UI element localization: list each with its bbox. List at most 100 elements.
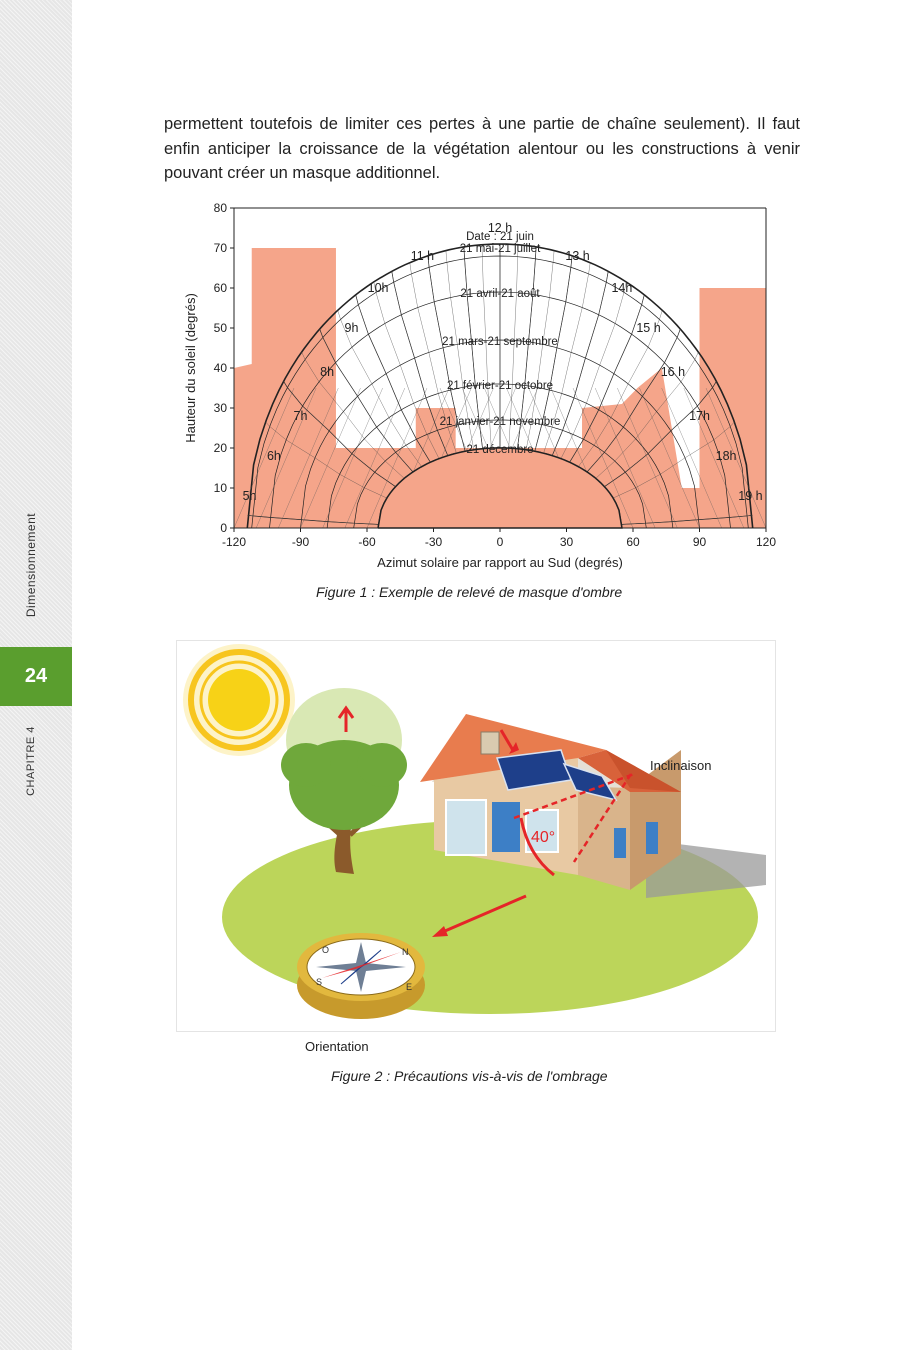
sun-icon (183, 644, 295, 756)
inclinaison-label: Inclinaison (650, 758, 711, 773)
x-tick-label: -90 (292, 535, 310, 549)
hour-subline (525, 250, 555, 450)
hour-subline (355, 294, 431, 463)
orientation-arrowhead-icon (432, 926, 448, 937)
x-axis-label: Azimut solaire par rapport au Sud (degré… (377, 555, 623, 570)
x-tick-label: -30 (425, 535, 443, 549)
tree-icon (281, 688, 407, 874)
hour-subline (543, 262, 591, 454)
hour-label: 13 h (565, 249, 589, 263)
house-icon (420, 714, 681, 890)
hour-subline (319, 328, 414, 473)
hour-subline (481, 244, 492, 449)
hour-subline (586, 328, 681, 473)
hour-label: 19 h (738, 489, 762, 503)
hour-subline (508, 244, 519, 449)
hatch-line (683, 387, 744, 529)
x-tick-label: 90 (693, 535, 707, 549)
section-label: Dimensionnement (24, 512, 38, 618)
angle-label: 40° (531, 829, 555, 846)
hour-subline (391, 271, 448, 456)
hour-label: 6h (267, 449, 281, 463)
hatch-line (572, 387, 634, 529)
hour-subline (578, 310, 663, 467)
hatch-line (278, 387, 339, 529)
hour-label: 8h (320, 365, 334, 379)
hour-subline (247, 515, 379, 525)
hour-label: 7h (294, 409, 308, 423)
sun-ray-arrow-icon (499, 729, 516, 753)
hour-subline (552, 271, 609, 456)
winter-mask-area (377, 447, 623, 529)
hour-subline (301, 351, 405, 479)
hour-label: 12 h (488, 221, 512, 235)
y-tick-label: 20 (214, 441, 228, 455)
tree-growth-arrow-icon (337, 705, 355, 732)
hatch-line (705, 387, 767, 529)
figure1-caption: Figure 1 : Exemple de relevé de masque d… (316, 584, 623, 600)
figure2-caption: Figure 2 : Précautions vis-à-vis de l'om… (331, 1068, 608, 1084)
date-label: 21 mars-21 septembre (442, 336, 558, 348)
hour-subline (427, 255, 466, 452)
hatch-line (322, 387, 383, 529)
hatch-line (233, 387, 295, 529)
hour-subline (604, 381, 717, 487)
hatch-line (344, 387, 405, 529)
hour-label: 5h (243, 489, 257, 503)
hour-subline (569, 294, 645, 463)
hour-label: 17h (689, 409, 710, 423)
x-tick-label: 120 (756, 535, 776, 549)
hour-subline (560, 281, 627, 459)
date-label: 21 décembre (466, 444, 533, 456)
roof-dash-line (513, 772, 635, 820)
chapter-label: CHAPITRE 4 (25, 726, 37, 796)
page-number-badge: 24 (0, 647, 72, 706)
hour-label: 10h (368, 281, 389, 295)
orientation-arrow-icon (437, 894, 527, 936)
y-tick-label: 0 (220, 521, 227, 535)
date-label: 21 mai-21 juillet (460, 243, 541, 255)
hour-subline (265, 421, 387, 499)
shading-illustration: 40° Inclinaison O N E S (176, 640, 776, 1032)
hatch-line (366, 387, 428, 529)
hour-label: 15 h (636, 321, 660, 335)
y-tick-label: 60 (214, 281, 228, 295)
hour-subline (517, 246, 537, 449)
hatch-line (256, 387, 317, 529)
x-tick-label: 0 (497, 535, 504, 549)
y-tick-label: 70 (214, 241, 228, 255)
shadow-mask-area (234, 248, 766, 528)
y-tick-label: 40 (214, 361, 228, 375)
compass-e-letter: E (406, 982, 412, 992)
x-tick-label: -120 (222, 535, 246, 549)
sun-ray-arrowhead-icon (509, 742, 519, 754)
hour-label: 11 h (411, 249, 434, 263)
hatch-line (595, 387, 656, 529)
date-label: 21 avril-21 août (460, 288, 540, 300)
body-paragraph: permettent toutefois de limiter ces pert… (164, 115, 800, 182)
hour-subline (463, 246, 483, 449)
hour-subline (283, 381, 396, 487)
hatch-line (300, 387, 361, 529)
hour-subline (534, 255, 573, 452)
date-label: 21 janvier-21 novembre (440, 416, 561, 428)
y-axis-label: Hauteur du soleil (degrés) (183, 293, 198, 443)
hour-label: 14h (611, 281, 632, 295)
hour-subline (337, 310, 422, 467)
orientation-label: Orientation (305, 1039, 369, 1054)
inclinaison-dash-line (572, 773, 633, 863)
y-tick-label: 50 (214, 321, 228, 335)
angle-arc (519, 817, 555, 877)
hatch-line (661, 387, 722, 529)
hour-subline (595, 351, 699, 479)
margin-sidebar: Dimensionnement 24 CHAPITRE 4 (0, 0, 72, 1350)
x-tick-label: -60 (358, 535, 376, 549)
hour-subline (613, 421, 735, 499)
date-label: Date : 21 juin (466, 231, 534, 243)
x-tick-label: 60 (626, 535, 640, 549)
hatch-line (617, 387, 678, 529)
hour-subline (445, 250, 475, 450)
hour-subline (621, 515, 753, 525)
y-tick-label: 80 (214, 201, 228, 215)
